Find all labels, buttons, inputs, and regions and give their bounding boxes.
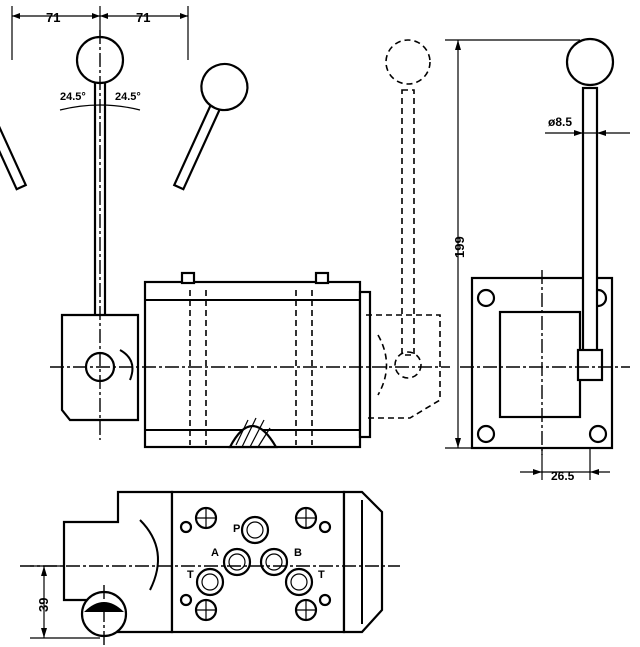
bottom-dimension: 39 [30, 565, 100, 639]
port-label-t-right: T [318, 569, 325, 581]
bottom-height-dimension: 39 [36, 598, 51, 612]
left-swing-dimension: 71 [46, 10, 60, 25]
side-dimensions: 199 ø8.5 26.5 [445, 39, 630, 483]
valve-body-bottom: P A B T T [62, 490, 384, 638]
lever-front: 24.5° 24.5° [0, 35, 249, 360]
swing-dimensions: 71 71 [11, 6, 189, 60]
port-label-p: P [233, 523, 240, 535]
right-angle-label: 24.5° [115, 91, 141, 103]
port-label-t-left: T [187, 569, 194, 581]
lever-height-dimension: 199 [452, 236, 467, 258]
port-hatching [235, 417, 271, 448]
side-offset-dimension: 26.5 [551, 469, 575, 483]
right-swing-dimension: 71 [136, 10, 150, 25]
rod-diameter-dimension: ø8.5 [548, 115, 572, 129]
port-label-a: A [211, 547, 219, 559]
port-label-b: B [294, 547, 302, 559]
left-angle-label: 24.5° [60, 91, 86, 103]
